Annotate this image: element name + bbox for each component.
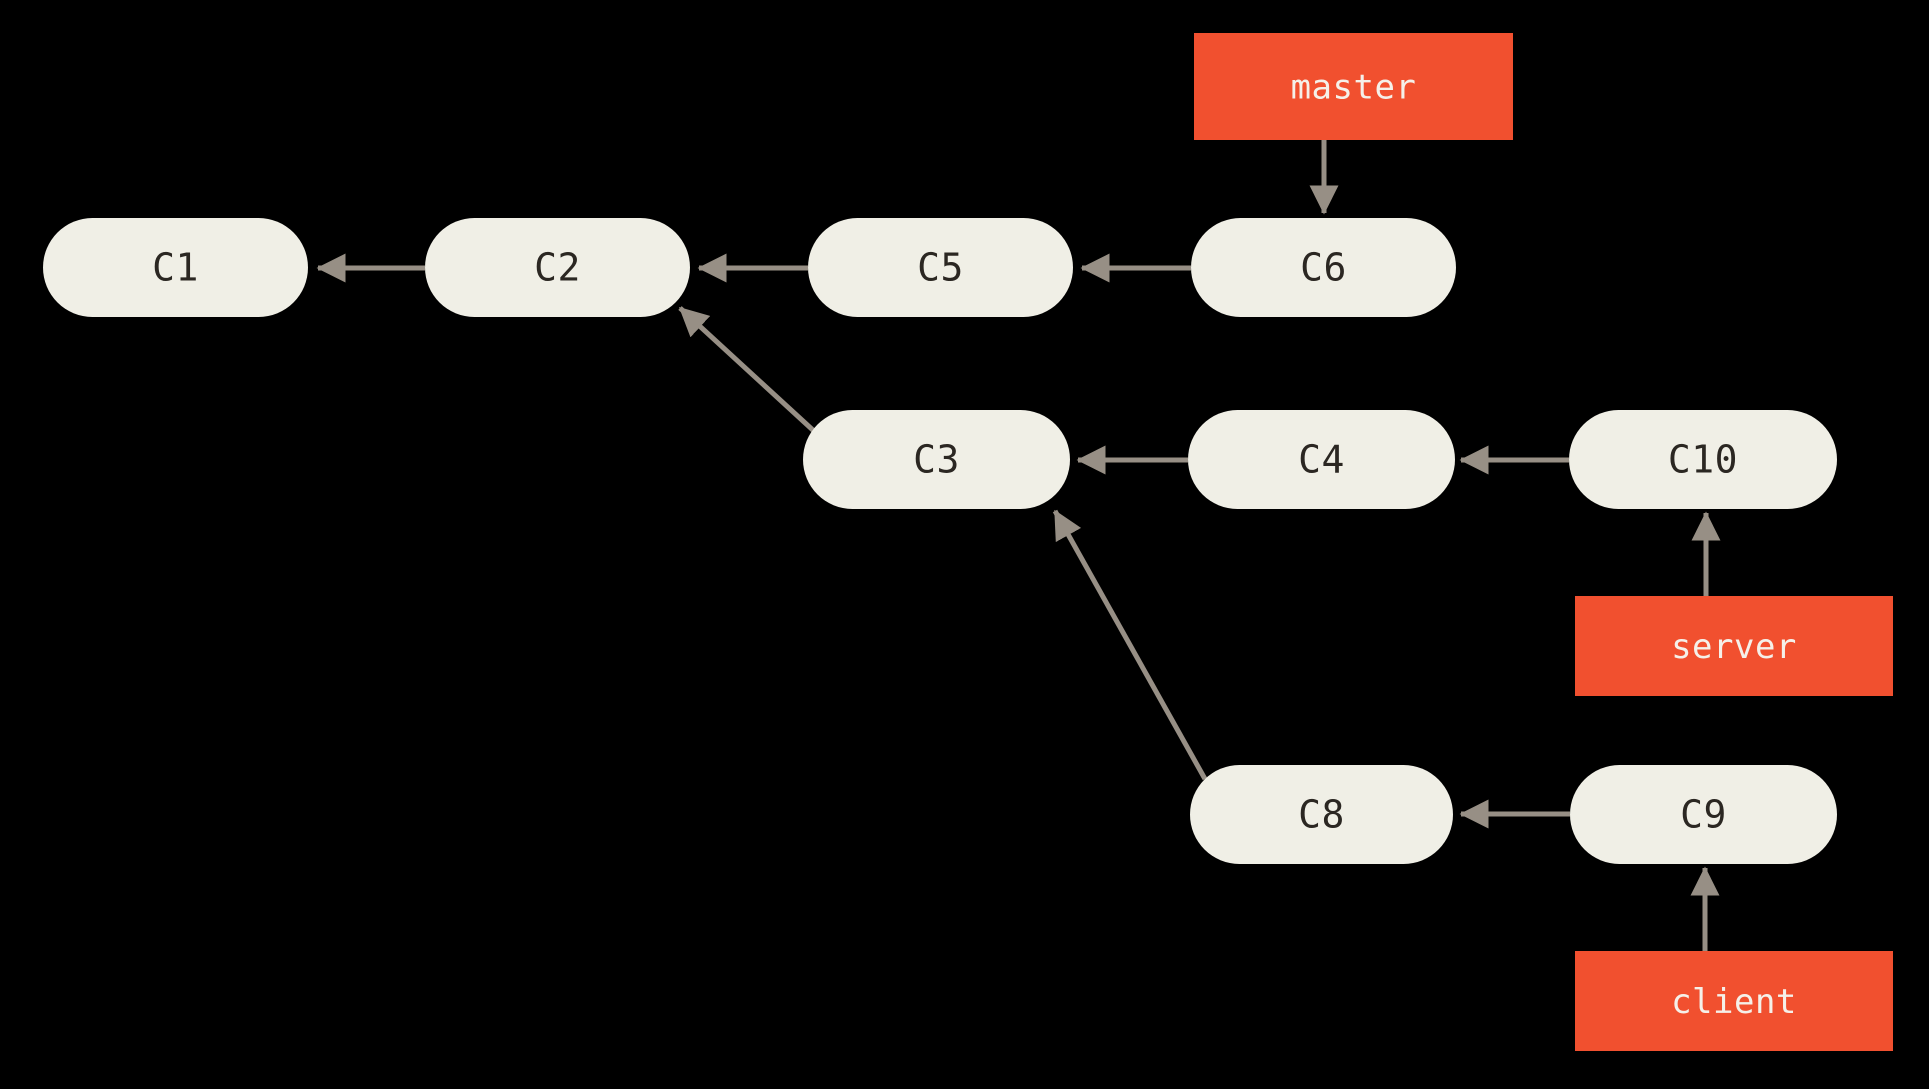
commit-node-c1 [43, 218, 308, 317]
branch-label-server: server [1671, 627, 1797, 667]
commit-node-c2 [425, 218, 690, 317]
commit-label-c5: C5 [917, 246, 964, 290]
commit-label-c1: C1 [152, 246, 199, 290]
commit-node-c4 [1188, 410, 1455, 509]
branch-label-client: client [1671, 982, 1797, 1022]
commit-label-c8: C8 [1298, 793, 1345, 837]
edge-c3-to-c2 [678, 306, 817, 434]
commit-label-c10: C10 [1668, 438, 1738, 482]
commit-node-c9 [1570, 765, 1837, 864]
branch-labels-layer: master server client [1194, 33, 1893, 1051]
branch-label-box-master [1194, 33, 1513, 140]
parent-arrows-layer [316, 140, 1721, 951]
commit-label-c4: C4 [1298, 438, 1345, 482]
commit-label-c3: C3 [913, 438, 960, 482]
edge-c8-to-c3 [1052, 509, 1208, 781]
commit-label-c9: C9 [1680, 793, 1727, 837]
commit-label-c2: C2 [534, 246, 581, 290]
commit-node-c10 [1569, 410, 1837, 509]
commit-node-c8 [1190, 765, 1453, 864]
branch-label-box-server [1575, 596, 1893, 696]
commit-label-c6: C6 [1300, 246, 1347, 290]
branch-label-box-client [1575, 951, 1893, 1051]
commit-node-c6 [1191, 218, 1456, 317]
commit-node-c3 [803, 410, 1070, 509]
commit-node-c5 [808, 218, 1073, 317]
branch-label-master: master [1291, 68, 1417, 108]
